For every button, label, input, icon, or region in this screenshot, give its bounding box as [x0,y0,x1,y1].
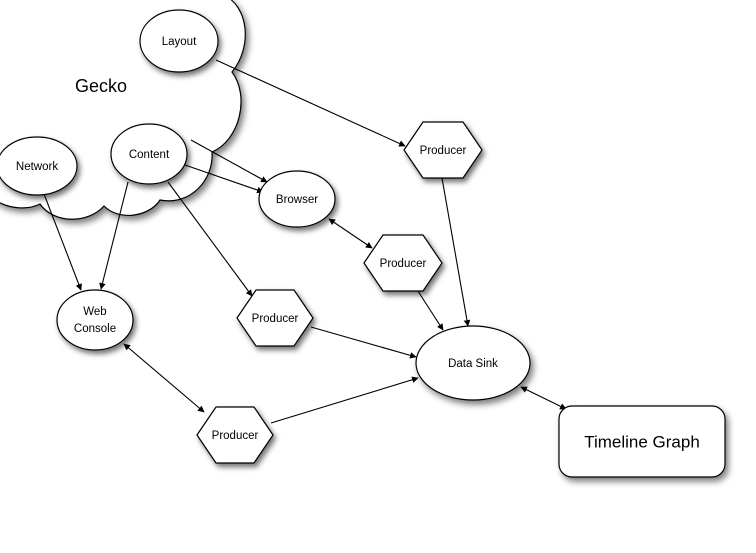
node-content[interactable]: Content [110,123,188,185]
browser-ellipse [258,170,336,228]
edge-content-to-browser [184,164,264,194]
node-browser[interactable]: Browser [258,170,336,228]
node-timeline-graph[interactable]: Timeline Graph [558,405,726,478]
producer-1-hexagon [403,121,483,179]
data-sink-ellipse [415,325,531,401]
data-sink-label: Data Sink [448,358,498,370]
producer-3-label: Producer [252,313,299,325]
edge-layout-to-producer-1 [215,59,406,147]
edge-layout-to-browser [190,139,268,183]
node-web-console[interactable]: Web Console [56,289,134,351]
producer-3-hexagon [236,289,314,347]
edge-producer-3-to-data-sink [310,326,417,359]
edge-data-sink-to-timeline-graph [520,386,567,410]
node-producer-4[interactable]: Producer [196,406,274,464]
edge-content-to-producer-3 [167,181,253,297]
content-label: Content [129,149,170,161]
node-data-sink[interactable]: Data Sink [415,325,531,401]
timeline-graph-label: Timeline Graph [584,432,700,451]
content-ellipse [110,123,188,185]
producer-1-label: Producer [420,145,467,157]
edges-layer [43,59,567,424]
edge-browser-to-producer-2 [328,218,373,249]
producer-2-hexagon [363,234,443,292]
web-console-ellipse [56,289,134,351]
producer-2-label: Producer [380,258,427,270]
layout-ellipse [139,9,219,73]
edge-content-to-web-console [99,181,129,290]
node-producer-3[interactable]: Producer [236,289,314,347]
producer-4-hexagon [196,406,274,464]
edge-producer-2-to-data-sink [415,287,444,331]
node-producer-1[interactable]: Producer [403,121,483,179]
web-console-label-line-2: Console [74,323,116,335]
node-layout[interactable]: Layout [139,9,219,73]
network-ellipse [0,136,78,196]
edge-producer-1-to-data-sink [441,177,471,327]
layout-label: Layout [162,36,197,48]
node-producer-2[interactable]: Producer [363,234,443,292]
network-label: Network [16,161,58,173]
timeline-graph-rect [558,405,726,478]
gecko-group-label: Gecko [75,76,127,96]
producer-4-label: Producer [212,430,259,442]
edge-web-console-to-producer-4 [123,343,205,413]
edge-network-to-web-console [43,193,82,291]
web-console-label-line-1: Web [83,306,106,318]
browser-label: Browser [276,194,318,206]
nodes-layer: Layout Network Content Browser Web C [0,9,726,478]
edge-producer-4-to-data-sink [270,376,419,424]
node-network[interactable]: Network [0,136,78,196]
